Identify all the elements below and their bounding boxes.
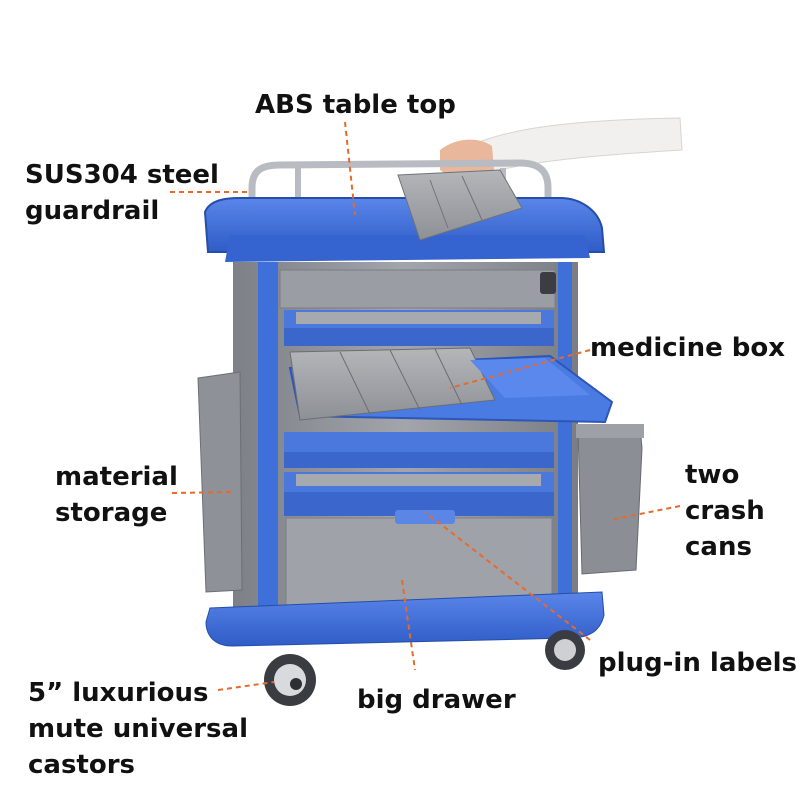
label-medicine-box: medicine box bbox=[590, 333, 786, 363]
castor-left bbox=[264, 654, 316, 706]
steel-guardrail bbox=[248, 159, 552, 232]
open-drawer bbox=[288, 347, 614, 424]
label-big-drawer: big drawer bbox=[357, 685, 516, 715]
leader-lines bbox=[170, 121, 681, 691]
top-medicine-box bbox=[397, 169, 523, 241]
crash-can bbox=[577, 425, 643, 575]
label-abs-table-top: ABS table top bbox=[255, 90, 456, 120]
castor-right bbox=[545, 630, 585, 670]
label-plug-in-labels: plug-in labels bbox=[598, 648, 797, 678]
lock-drawer bbox=[279, 269, 556, 309]
hand-arm bbox=[440, 117, 683, 177]
material-storage-bin bbox=[197, 371, 243, 593]
drawer-2 bbox=[284, 432, 554, 452]
